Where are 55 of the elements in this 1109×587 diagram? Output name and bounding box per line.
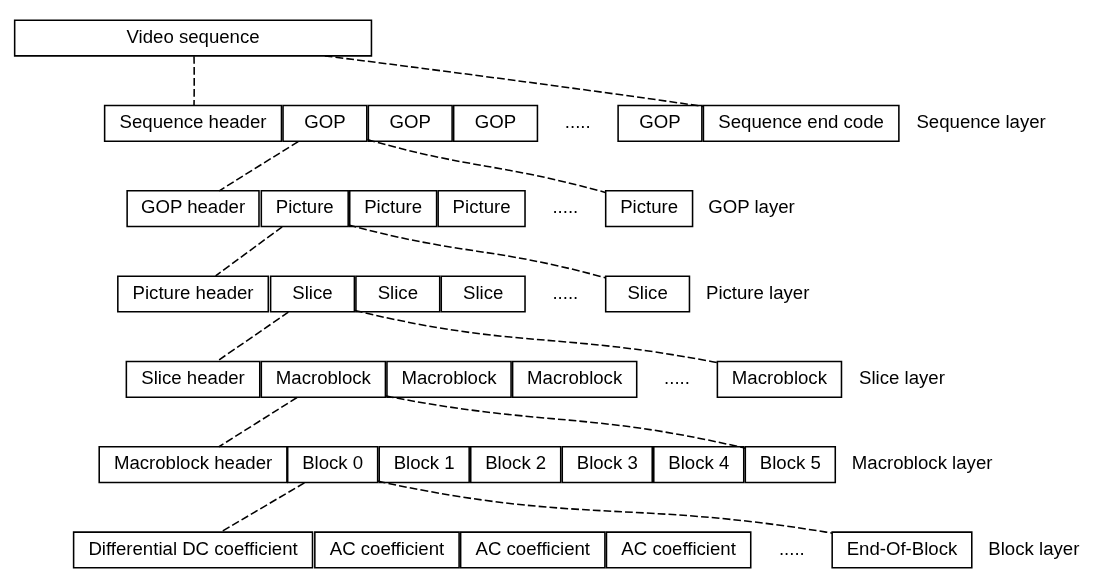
node-box: GOP	[367, 104, 453, 142]
node-box: Macroblock	[260, 360, 387, 398]
node-box: Slice	[269, 274, 356, 313]
node-box: Sequence end code	[702, 104, 900, 142]
node-box: Slice	[440, 274, 526, 313]
label: .....	[778, 537, 805, 559]
connector	[193, 54, 195, 106]
node-box: Macroblock	[716, 360, 843, 398]
node-box: GOP	[282, 104, 368, 142]
node-box: Macroblock	[386, 360, 512, 398]
node-box: AC coefficient	[314, 530, 460, 569]
node-box: AC coefficient	[605, 530, 752, 569]
connector	[377, 479, 833, 534]
node-box: Picture	[604, 189, 694, 227]
node-box: Macroblock	[511, 360, 638, 398]
node-box: AC coefficient	[459, 530, 606, 569]
label: GOP layer	[708, 195, 795, 217]
connector	[354, 309, 718, 363]
node-box: Slice	[355, 274, 441, 313]
connector	[347, 223, 606, 279]
node-box: Macroblock header	[98, 445, 288, 483]
node-box: Picture	[260, 189, 349, 227]
node-box: GOP	[617, 104, 703, 142]
connector	[366, 138, 607, 193]
node-box: Slice	[604, 274, 691, 313]
node-box: Picture	[348, 189, 438, 227]
node-box: GOP	[452, 104, 539, 142]
label: .....	[552, 281, 579, 303]
connector	[220, 481, 306, 533]
node-box: GOP header	[126, 189, 260, 227]
label: .....	[552, 195, 579, 217]
label: Picture layer	[705, 281, 810, 303]
connector	[218, 396, 298, 448]
node-box: Block 1	[378, 445, 470, 483]
node-box: Block 3	[561, 445, 653, 483]
node-box: Block 5	[744, 445, 837, 483]
node-box: End-Of-Block	[831, 530, 973, 569]
label: Sequence layer	[916, 110, 1046, 132]
node-box: Slice header	[125, 360, 261, 398]
node-box: Block 0	[286, 445, 379, 483]
node-box: Picture	[437, 189, 526, 227]
label: Slice layer	[859, 366, 945, 388]
label: .....	[564, 110, 591, 132]
node-box: Picture header	[117, 274, 270, 313]
connector	[218, 140, 299, 192]
node-box: Differential DC coefficient	[72, 530, 314, 569]
label: .....	[664, 366, 690, 388]
node-box: Block 4	[653, 445, 745, 483]
node-box: Sequence header	[103, 104, 283, 142]
connector	[214, 225, 283, 277]
node-box: Block 2	[469, 445, 562, 483]
label: Macroblock layer	[851, 451, 993, 473]
label: Block layer	[988, 537, 1080, 559]
connector	[216, 310, 290, 362]
node-box: Video sequence	[13, 18, 373, 57]
